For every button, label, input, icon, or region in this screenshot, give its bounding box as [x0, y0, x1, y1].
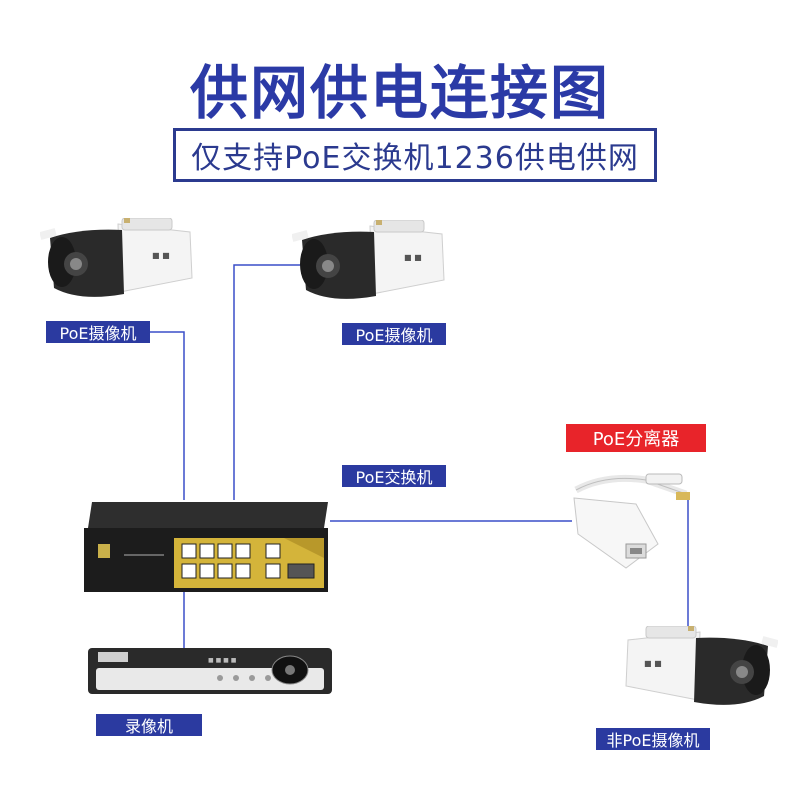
nvr-label: 录像机: [96, 714, 202, 736]
camera1-label: PoE摄像机: [46, 321, 150, 343]
svg-text:■ ■: ■ ■: [152, 251, 170, 260]
poe-splitter-icon: [566, 464, 706, 574]
svg-text:■ ■ ■ ■: ■ ■ ■ ■: [208, 657, 237, 664]
non-poe-camera-icon: ■ ■: [618, 626, 778, 716]
camera2-label: PoE摄像机: [342, 323, 446, 345]
splitter-label: PoE分离器: [566, 424, 706, 452]
switch-label: PoE交换机: [342, 465, 446, 487]
nvr-recorder-icon: ■ ■ ■ ■: [88, 648, 334, 698]
poe-switch-icon: [84, 498, 334, 598]
camera3-label: 非PoE摄像机: [596, 728, 710, 750]
poe-camera-1-icon: ■ ■: [40, 218, 200, 308]
svg-text:■ ■: ■ ■: [644, 659, 662, 668]
svg-text:■ ■: ■ ■: [404, 253, 422, 262]
wire-camera1-switch: [150, 332, 184, 500]
poe-camera-2-icon: ■ ■: [292, 220, 452, 310]
